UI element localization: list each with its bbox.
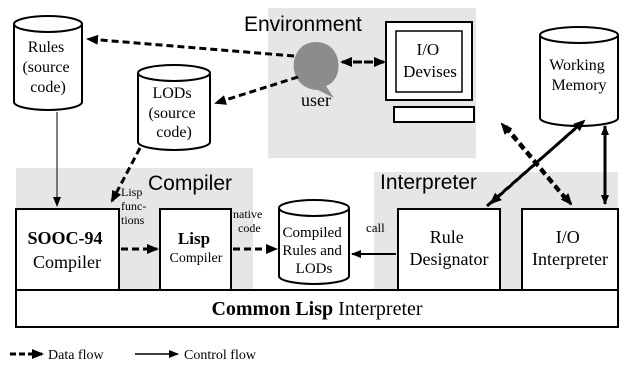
io-devices-label-line1: I/O bbox=[417, 40, 440, 59]
environment-title: Environment bbox=[244, 13, 362, 36]
rule-designator-label-line2: Designator bbox=[410, 249, 489, 269]
legend: Data flow Control flow bbox=[10, 348, 257, 363]
sooc-compiler-box: SOOC-94 Compiler bbox=[15, 208, 120, 291]
rules-label-line3: code) bbox=[30, 79, 66, 96]
lisp-functions-label-line2: func- bbox=[121, 199, 146, 213]
lisp-compiler-box: Lisp Compiler bbox=[159, 208, 232, 291]
compiled-label-line1: Compiled bbox=[283, 225, 343, 241]
native-code-label-line2: code bbox=[238, 221, 261, 235]
lisp-compiler-label-line2: Compiler bbox=[170, 251, 223, 266]
io-interpreter-label-line1: I/O bbox=[556, 227, 580, 247]
svg-text:Lisp Compiler: Lisp Compiler bbox=[170, 229, 223, 266]
svg-text:native code: native code bbox=[233, 207, 265, 235]
compiler-title: Compiler bbox=[148, 172, 232, 195]
svg-text:Lisp func- tions: Lisp func- tions bbox=[121, 185, 149, 227]
dataflow-io-interpreter-to-io-devices bbox=[500, 122, 568, 201]
call-label: call bbox=[366, 220, 385, 235]
svg-text:I/O Devises: I/O Devises bbox=[403, 40, 457, 81]
legend-data-flow-label: Data flow bbox=[48, 348, 104, 363]
user-icon bbox=[293, 42, 339, 98]
compiled-label-line3: LODs bbox=[296, 261, 333, 277]
user-label: user bbox=[301, 90, 331, 110]
common-lisp-rest-label: Interpreter bbox=[338, 298, 423, 320]
lods-label-line1: LODs bbox=[152, 85, 191, 102]
common-lisp-bold-label: Common Lisp bbox=[211, 298, 333, 320]
user-node: user bbox=[293, 42, 339, 110]
svg-text:LODs (source code): LODs (source code) bbox=[148, 85, 199, 141]
svg-text:Compiled Rules and: Compiled Rules and LODs bbox=[282, 225, 345, 277]
rule-designator-box: Rule Designator bbox=[397, 208, 501, 291]
working-memory-label-line2: Memory bbox=[551, 77, 606, 94]
interpreter-title: Interpreter bbox=[380, 171, 477, 194]
dataflow-io-devices-to-io-interpreter bbox=[504, 125, 573, 206]
working-memory-label-line1: Working bbox=[549, 57, 605, 74]
working-memory-database: Working Memory bbox=[539, 26, 619, 127]
io-interpreter-label-line2: Interpreter bbox=[532, 249, 608, 269]
io-devices-label-line2: Devises bbox=[403, 62, 457, 81]
dataflow-user-to-rules bbox=[86, 34, 295, 58]
lisp-compiler-label-line1: Lisp bbox=[178, 229, 210, 248]
rules-label-line2: (source bbox=[22, 59, 69, 76]
dataflow-lods-to-sooc bbox=[110, 147, 142, 203]
lods-label-line2: (source bbox=[148, 105, 195, 122]
svg-text:Working Memory: Working Memory bbox=[549, 57, 609, 94]
rule-designator-label-line1: Rule bbox=[430, 227, 464, 247]
lisp-functions-label-line3: tions bbox=[121, 213, 145, 227]
svg-text:SOOC-94 Compiler: SOOC-94 Compiler bbox=[27, 228, 106, 272]
lisp-functions-label-line1: Lisp bbox=[121, 185, 142, 199]
io-devices-node: I/O Devises bbox=[385, 21, 475, 123]
rules-label-line1: Rules bbox=[28, 39, 64, 56]
dataflow-user-to-lods bbox=[214, 75, 299, 105]
keyboard-icon bbox=[393, 106, 475, 123]
sooc-label-line1: SOOC-94 bbox=[27, 228, 102, 248]
lods-label-line3: code) bbox=[156, 124, 192, 141]
legend-control-flow-label: Control flow bbox=[184, 348, 257, 363]
svg-text:Rules (source code: Rules (source code) bbox=[22, 39, 73, 96]
rules-source-database: Rules (source code) bbox=[13, 15, 83, 111]
compiled-label-line2: Rules and bbox=[282, 243, 342, 259]
native-code-label-line1: native bbox=[233, 207, 262, 221]
common-lisp-interpreter-bar: Common Lisp Interpreter bbox=[15, 289, 619, 328]
svg-text:Common Lisp Interpreter: Common Lisp Interpreter bbox=[211, 298, 422, 320]
svg-text:Rule Designator: Rule Designator bbox=[410, 227, 489, 269]
compiled-rules-database: Compiled Rules and LODs bbox=[278, 199, 350, 285]
sooc-label-line2: Compiler bbox=[33, 252, 101, 272]
svg-text:I/O Interpreter: I/O Interpreter bbox=[532, 227, 608, 269]
io-interpreter-box: I/O Interpreter bbox=[521, 208, 619, 291]
lods-source-database: LODs (source code) bbox=[137, 64, 211, 151]
